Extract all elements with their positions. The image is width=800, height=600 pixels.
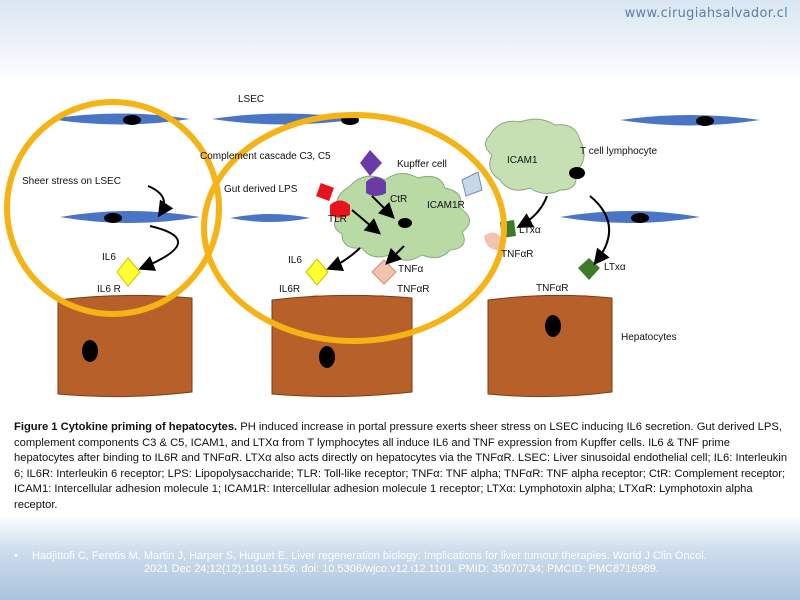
t-cell-lymphocyte [485,118,585,194]
label-ctr: CtR [390,194,408,205]
label-il6-left: IL6 [102,252,116,263]
highlight-circle-left [4,99,222,317]
label-icam1: ICAM1 [507,155,538,166]
tnfa-icon-mid [371,259,397,285]
caption-body: PH induced increase in portal pressure e… [14,421,788,511]
diagram-figure: LSEC Complement cascade C3, C5 Kupffer c… [0,84,800,414]
citation-line2: 2021 Dec 24;12(12):1101-1156. doi: 10.53… [144,563,659,575]
label-il6r-left: IL6 R [97,284,121,295]
tnfar-icon-1 [484,232,502,250]
label-il6r-mid: IL6R [279,284,301,295]
diagram-svg [4,99,760,398]
citation-line1: Hadjittofi C, Feretis M, Martin J, Harpe… [32,550,707,562]
label-hepatocytes: Hepatocytes [621,332,677,343]
label-ltxa-right: LTxα [604,262,626,273]
lsec-cell-top-left [50,113,190,125]
citation-bullet: • [14,550,18,562]
caption-title: Figure 1 Cytokine priming of hepatocytes… [14,421,238,433]
label-tnfar-mid: TNFαR [397,284,430,295]
label-kupffer: Kupffer cell [397,159,447,170]
lsec-cell-mid-left [60,211,200,223]
label-tnfar-1: TNFαR [501,249,534,260]
footer-band [0,515,800,600]
hepatocyte-mid [271,294,413,398]
label-lsec: LSEC [238,94,265,105]
site-url: www.cirugiahsalvador.cl [624,6,788,21]
hepatocyte-left [57,294,193,398]
lsec-cell-mid-right [560,211,700,223]
highlight-circle-center [201,112,507,344]
label-ltxa-1: LTxα [519,225,541,236]
il6-icon-mid [305,258,329,286]
label-gut-lps: Gut derived LPS [224,184,298,195]
label-t-cell: T cell lymphocyte [580,146,658,157]
label-il6-mid: IL6 [288,255,302,266]
header-band [0,0,800,84]
label-icam1r: ICAM1R [427,200,465,211]
label-tnfar-right: TNFαR [536,283,569,294]
il6-icon-left [116,257,141,287]
lps-icon [316,183,350,218]
label-complement: Complement cascade C3, C5 [200,151,331,162]
icam1-icon [461,171,483,197]
hepatocyte-right [487,294,613,398]
label-tlr: TLR [328,214,347,225]
arrows [138,185,610,271]
citation: • Hadjittofi C, Feretis M, Martin J, Harp… [14,550,789,576]
kupffer-cell [334,173,470,261]
label-sheer-stress: Sheer stress on LSEC [22,176,121,187]
label-tnfa-mid: TNFα [398,264,424,275]
figure-caption: Figure 1 Cytokine priming of hepatocytes… [14,420,788,513]
complement-icon [360,150,386,196]
lsec-cell-top-right [620,115,760,126]
lsec-cell-mid-center [230,214,310,222]
